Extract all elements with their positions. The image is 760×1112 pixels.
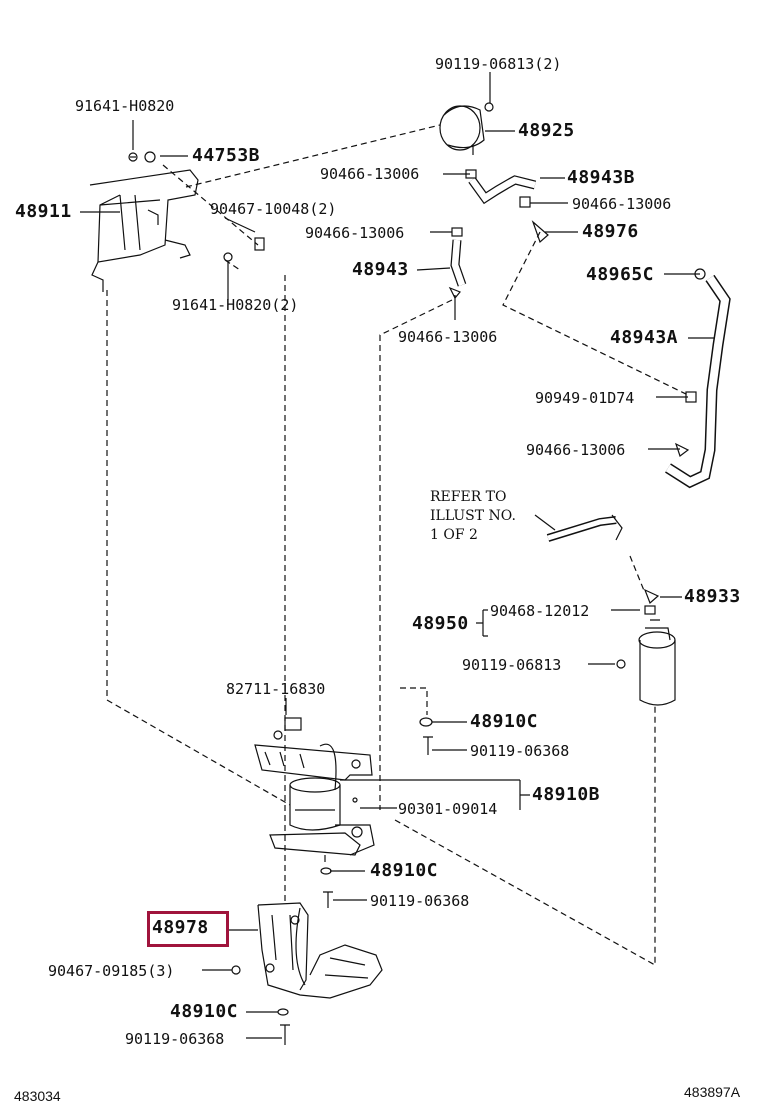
part-label-48910c-c[interactable]: 48910C	[170, 1001, 239, 1022]
part-label-48910c-b[interactable]: 48910C	[370, 860, 439, 881]
part-label-90119-06813-2[interactable]: 90119-06813(2)	[435, 55, 562, 73]
hose-48943B-drawing	[465, 169, 537, 208]
canister-48925-drawing	[439, 102, 494, 155]
part-label-48910b[interactable]: 48910B	[532, 784, 601, 805]
part-label-90949-01d74[interactable]: 90949-01D74	[535, 389, 635, 407]
bracket-48911-drawing	[89, 151, 265, 292]
refer-note: REFER TO ILLUST NO. 1 OF 2	[430, 489, 516, 543]
part-label-90466-13006-d[interactable]: 90466-13006	[398, 328, 498, 346]
part-label-90119-06813[interactable]: 90119-06813	[462, 656, 562, 674]
part-label-48943a[interactable]: 48943A	[610, 327, 679, 348]
part-label-90466-13006-e[interactable]: 90466-13006	[526, 441, 626, 459]
hose-48943-drawing	[448, 227, 467, 300]
part-label-48925[interactable]: 48925	[518, 120, 575, 141]
dashed-reference-lines	[106, 124, 689, 967]
part-label-90467-10048-2[interactable]: 90467-10048(2)	[210, 200, 337, 218]
filter-48950-drawing	[616, 605, 676, 706]
part-label-90119-06368-b[interactable]: 90119-06368	[370, 892, 470, 910]
part-label-48976[interactable]: 48976	[582, 221, 639, 242]
highlight-box-48978	[147, 911, 229, 947]
part-label-48910c-a[interactable]: 48910C	[470, 711, 539, 732]
diagram-code-right: 483897A	[684, 1084, 741, 1100]
part-label-91641-h0820-2[interactable]: 91641-H0820(2)	[172, 296, 299, 314]
bracket-48978-drawing	[231, 902, 383, 1045]
part-label-90468-12012[interactable]: 90468-12012	[490, 602, 590, 620]
part-label-90467-09185-3[interactable]: 90467-09185(3)	[48, 962, 175, 980]
hose-48943A-drawing	[665, 268, 731, 489]
part-label-48978[interactable]: 48978	[152, 917, 209, 938]
part-label-90119-06368-c[interactable]: 90119-06368	[125, 1030, 225, 1048]
hose-refer-drawing	[546, 514, 660, 605]
part-label-48950[interactable]: 48950	[412, 613, 469, 634]
part-label-44753b[interactable]: 44753B	[192, 145, 261, 166]
part-label-48943[interactable]: 48943	[352, 259, 409, 280]
part-label-90301-09014[interactable]: 90301-09014	[398, 800, 498, 818]
part-label-48933[interactable]: 48933	[684, 586, 741, 607]
part-label-91641-h0820[interactable]: 91641-H0820	[75, 97, 175, 115]
part-label-48911[interactable]: 48911	[15, 201, 72, 222]
connector-48976-drawing	[531, 220, 549, 244]
part-label-90466-13006-c[interactable]: 90466-13006	[305, 224, 405, 242]
part-label-90466-13006-b[interactable]: 90466-13006	[572, 195, 672, 213]
pump-48910B-drawing	[254, 717, 433, 908]
part-label-48965c[interactable]: 48965C	[586, 264, 655, 285]
part-label-90119-06368-a[interactable]: 90119-06368	[470, 742, 570, 760]
part-label-90466-13006-a[interactable]: 90466-13006	[320, 165, 420, 183]
leader-lines	[80, 72, 718, 1039]
part-label-48943b[interactable]: 48943B	[567, 167, 636, 188]
diagram-code-left: 483034	[14, 1088, 61, 1104]
part-label-82711-16830[interactable]: 82711-16830	[226, 680, 326, 698]
